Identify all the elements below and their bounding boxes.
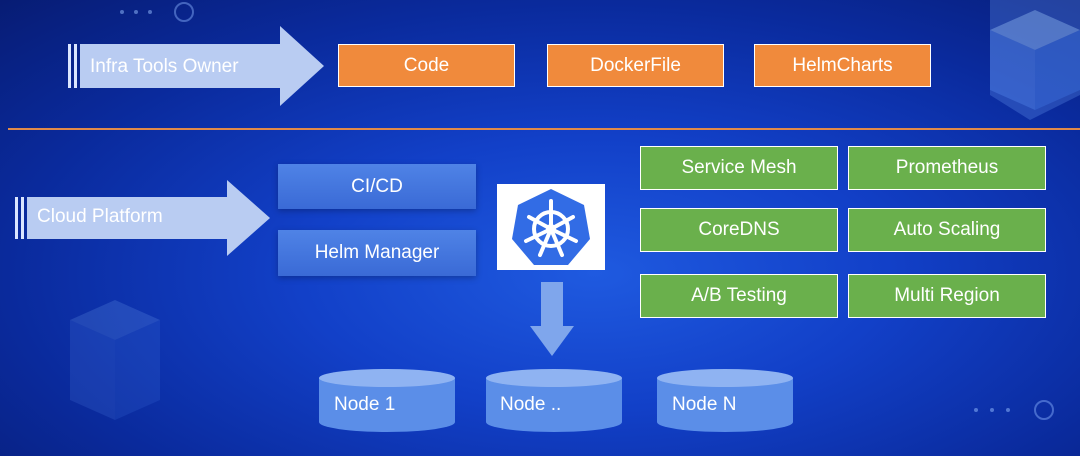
- cloud-platform-arrow: [15, 180, 270, 256]
- decorative-dot: [1006, 408, 1010, 412]
- down-arrow: [530, 282, 574, 356]
- dockerfile-box: DockerFile: [547, 44, 724, 87]
- kubernetes-helm-wheel-icon: [512, 189, 590, 265]
- infra-tools-owner-arrow: [68, 26, 324, 106]
- service-mesh-box: Service Mesh: [640, 146, 838, 190]
- helmcharts-box: HelmCharts: [754, 44, 931, 87]
- node-middle-cylinder: [486, 369, 622, 432]
- decorative-ring: [174, 2, 194, 22]
- cloud-platform-label: Cloud Platform: [37, 206, 163, 227]
- decorative-cube: [990, 0, 1080, 120]
- kubernetes-logo: [497, 184, 605, 270]
- decorative-dot: [990, 408, 994, 412]
- code-box: Code: [338, 44, 515, 87]
- prometheus-box: Prometheus: [848, 146, 1046, 190]
- coredns-box: CoreDNS: [640, 208, 838, 252]
- node-1-cylinder: [319, 369, 455, 432]
- decorative-cube: [70, 300, 160, 420]
- ab-testing-box: A/B Testing: [640, 274, 838, 318]
- decorative-dot: [148, 10, 152, 14]
- node-middle-label: Node ..: [500, 394, 562, 415]
- helm-manager-button: Helm Manager: [278, 230, 476, 276]
- multi-region-box: Multi Region: [848, 274, 1046, 318]
- infra-tools-owner-label: Infra Tools Owner: [90, 56, 239, 77]
- section-divider: [8, 128, 1080, 130]
- decorative-dot: [120, 10, 124, 14]
- decorative-dot: [134, 10, 138, 14]
- auto-scaling-box: Auto Scaling: [848, 208, 1046, 252]
- cicd-button: CI/CD: [278, 164, 476, 209]
- decorative-ring: [1034, 400, 1054, 420]
- decorative-dot: [974, 408, 978, 412]
- node-n-cylinder: [657, 369, 793, 432]
- node-1-label: Node 1: [334, 394, 396, 415]
- node-n-label: Node N: [672, 394, 737, 415]
